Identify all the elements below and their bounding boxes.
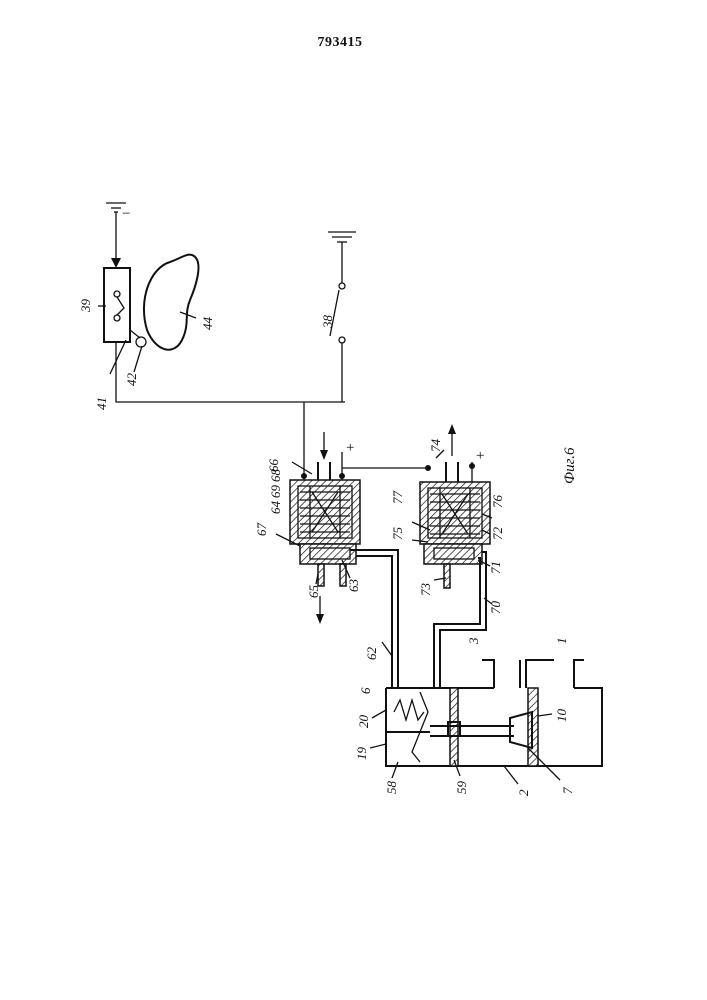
label-77: 77 <box>390 491 405 505</box>
label-39: 39 <box>78 299 93 314</box>
airflow-arrow-valve-2-out <box>448 424 456 456</box>
label-68: 68 <box>268 469 283 483</box>
label-67: 67 <box>254 523 269 537</box>
label-6: 6 <box>358 687 373 694</box>
label-19: 19 <box>354 747 369 761</box>
plus-valve-2: + <box>476 448 484 464</box>
label-64: 64 <box>268 501 283 515</box>
label-42: 42 <box>124 373 139 387</box>
signal-wire-top <box>116 342 345 402</box>
label-62: 62 <box>364 647 379 661</box>
label-59: 59 <box>454 781 469 795</box>
label-7: 7 <box>560 787 575 794</box>
terminal-valve-2-a <box>425 465 431 471</box>
label-70: 70 <box>488 601 503 615</box>
solenoid-valve-1 <box>290 462 360 586</box>
label-58: 58 <box>384 781 399 795</box>
label-2: 2 <box>516 789 531 796</box>
patent-number: 793415 <box>318 35 363 50</box>
label-72: 72 <box>490 527 505 541</box>
label-1: 1 <box>554 638 569 645</box>
label-41: 41 <box>94 397 109 410</box>
label-63: 63 <box>346 579 361 593</box>
label-10: 10 <box>554 709 569 723</box>
label-3: 3 <box>466 637 481 645</box>
label-74: 74 <box>428 439 443 453</box>
feed-wire-arrow <box>111 212 121 268</box>
airflow-arrow-valve-1-out <box>316 596 324 624</box>
label-71: 71 <box>488 561 503 574</box>
label-38: 38 <box>320 315 335 330</box>
actuator-housing <box>386 660 602 784</box>
label-73: 73 <box>418 583 433 597</box>
ground-symbol-top-right <box>328 232 356 242</box>
label-20: 20 <box>356 715 371 729</box>
plus-valve-1: + <box>346 440 354 456</box>
label-76: 76 <box>490 495 505 509</box>
minus-sign: − <box>122 206 130 222</box>
cam-44 <box>144 255 199 350</box>
label-69: 69 <box>268 485 283 499</box>
microswitch-39 <box>104 268 130 342</box>
label-75: 75 <box>390 527 405 541</box>
terminal-valve-2-b <box>469 463 475 469</box>
label-44: 44 <box>200 317 215 331</box>
switch-38 <box>330 283 345 343</box>
label-65: 65 <box>306 585 321 599</box>
airflow-arrow-valve-1-in <box>320 432 328 460</box>
line-62 <box>350 550 398 688</box>
roller-42 <box>130 330 146 347</box>
figure-caption: Фиг.6 <box>562 447 578 484</box>
